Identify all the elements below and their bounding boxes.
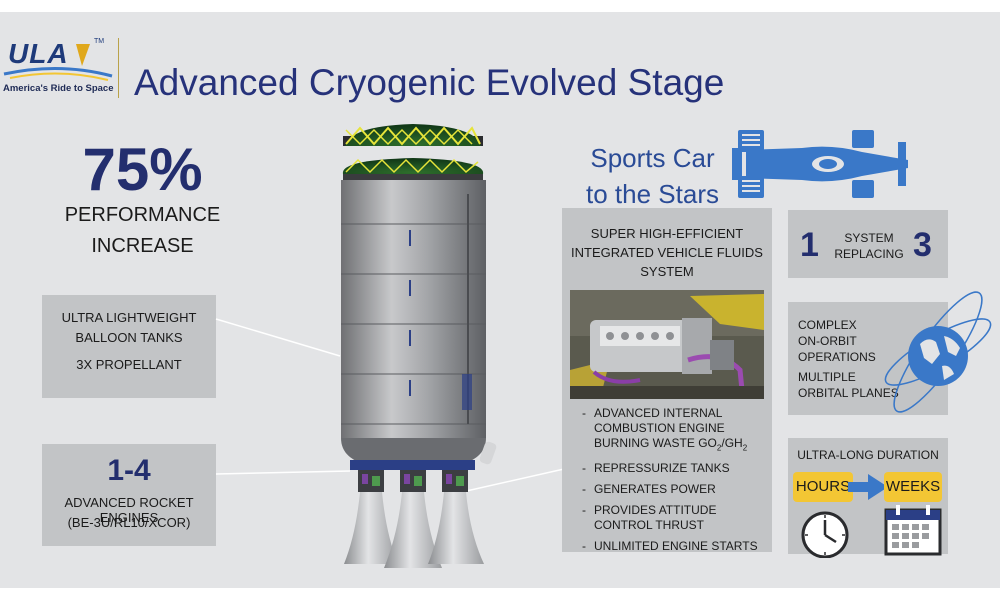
system-replacing-label: SYSTEM REPLACING [828, 230, 910, 262]
header-divider [118, 38, 119, 98]
list-item: GENERATES POWER [582, 482, 772, 497]
orbital-operations-text: COMPLEX ON-ORBIT OPERATIONS [798, 317, 898, 365]
orbital-line1: COMPLEX [798, 318, 857, 332]
tanks-line3: 3X PROPELLANT [76, 357, 182, 372]
fluids-item1-sub-b: 2 [742, 443, 748, 453]
orbital-line5: ORBITAL PLANES [798, 386, 899, 400]
system-replacing-callout: 1 SYSTEM REPLACING 3 [788, 210, 948, 278]
fluids-item4-line1: PROVIDES ATTITUDE [594, 503, 717, 518]
fluids-item1-text-b: /GH [721, 436, 743, 450]
fluids-item1-line2: COMBUSTION ENGINE [594, 421, 725, 435]
logo-trademark: TM [94, 38, 105, 45]
sports-car-line2: to the Stars [586, 179, 719, 209]
logo-tagline: America's Ride to Space [3, 83, 114, 94]
system-label-line2: REPLACING [834, 247, 904, 261]
fluids-feature-list: ADVANCED INTERNAL COMBUSTION ENGINE BURN… [582, 406, 772, 560]
infographic-page: ULA TM America's Ride to Space Advanced … [0, 12, 1000, 588]
ula-logo: ULA TM America's Ride to Space [0, 36, 118, 102]
sports-car-line1: Sports Car [590, 143, 715, 173]
performance-line2: INCREASE [91, 235, 194, 257]
duration-weeks-badge: WEEKS [884, 472, 942, 502]
fluids-title: SUPER HIGH-EFFICIENT INTEGRATED VEHICLE … [562, 224, 772, 281]
fluids-item1-sub-a: 2 [716, 443, 722, 453]
logo-wordmark: ULA [8, 38, 69, 69]
system-right-number: 3 [913, 226, 932, 264]
orbital-line4: MULTIPLE [798, 370, 856, 384]
duration-heading: ULTRA-LONG DURATION [797, 448, 939, 462]
duration-hours-badge: HOURS [793, 472, 853, 502]
fluids-title-line3: SYSTEM [640, 264, 694, 279]
fluids-title-line2: INTEGRATED VEHICLE FLUIDS [571, 245, 763, 260]
engines-callout: 1-4 ADVANCED ROCKET ENGINES (BE-3U/RL10/… [42, 444, 216, 546]
tanks-callout: ULTRA LIGHTWEIGHT BALLOON TANKS 3X PROPE… [42, 295, 216, 398]
ice-engine-photo [570, 290, 764, 399]
rocket-stage-illustration [215, 124, 565, 568]
page-title: Advanced Cryogenic Evolved Stage [134, 62, 725, 103]
engines-line1: ADVANCED ROCKET ENGINES [64, 495, 194, 525]
arrow-right-icon [848, 474, 888, 500]
calendar-icon [884, 505, 942, 556]
performance-value: 75% [82, 136, 203, 203]
tanks-line2: BALLOON TANKS [75, 330, 183, 345]
orbital-line2: ON-ORBIT [798, 334, 857, 348]
tanks-line1: ULTRA LIGHTWEIGHT [61, 310, 197, 325]
fluids-callout: SUPER HIGH-EFFICIENT INTEGRATED VEHICLE … [562, 208, 772, 554]
logo-swoosh-icon [3, 44, 113, 81]
orbital-planes-text: MULTIPLE ORBITAL PLANES [798, 369, 908, 401]
race-car-icon [732, 130, 908, 198]
fluids-item4-line2: CONTROL THRUST [594, 518, 705, 533]
system-label-line1: SYSTEM [844, 231, 894, 245]
duration-callout: ULTRA-LONG DURATION HOURS WEEKS [788, 438, 948, 558]
globe-orbit-icon [884, 291, 992, 413]
performance-line1: PERFORMANCE [64, 204, 221, 226]
clock-icon [801, 511, 849, 558]
engines-line2: (BE-3U/RL10/XCOR) [67, 515, 191, 530]
performance-label: PERFORMANCE INCREASE [40, 200, 245, 262]
fluids-item1-text-a: BURNING WASTE GO [594, 436, 717, 450]
engines-count: 1-4 [107, 454, 151, 487]
fluids-item1-line3: BURNING WASTE GO2/GH2 [594, 436, 772, 455]
orbital-line3: OPERATIONS [798, 350, 876, 364]
list-item: UNLIMITED ENGINE STARTS [582, 539, 772, 554]
fluids-title-line1: SUPER HIGH-EFFICIENT [590, 226, 744, 241]
system-left-number: 1 [800, 226, 819, 264]
list-item: PROVIDES ATTITUDE CONTROL THRUST [582, 503, 772, 533]
fluids-item1-line1: ADVANCED INTERNAL [594, 406, 723, 420]
sports-car-caption: Sports Car to the Stars [580, 140, 725, 212]
list-item: ADVANCED INTERNAL COMBUSTION ENGINE BURN… [582, 406, 772, 455]
list-item: REPRESSURIZE TANKS [582, 461, 772, 476]
